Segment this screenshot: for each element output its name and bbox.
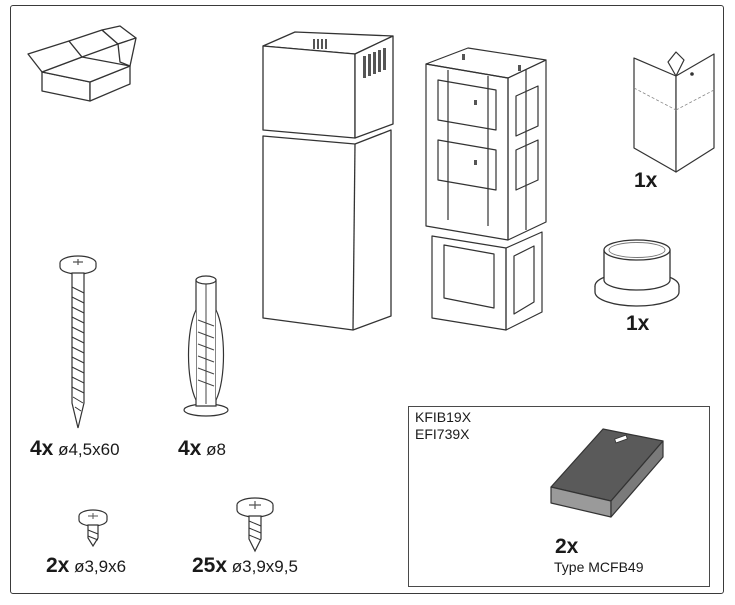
flange-ring-icon bbox=[594, 239, 680, 307]
screw-large-quantity: 4x bbox=[30, 437, 54, 460]
filter-quantity: 2x bbox=[555, 535, 579, 558]
screw-medium-icon bbox=[236, 497, 274, 553]
booklet-quantity: 1x bbox=[634, 169, 658, 192]
model-code-1: KFIB19X bbox=[415, 409, 472, 425]
carbon-filter-icon bbox=[550, 428, 664, 518]
screw-large-spec: ø4,5x60 bbox=[58, 440, 120, 459]
support-frame-icon bbox=[425, 47, 547, 331]
screw-medium-label: 25x ø3,9x9,5 bbox=[192, 554, 298, 578]
wall-plug-label: 4x ø8 bbox=[178, 437, 226, 461]
wood-screw-large-icon bbox=[59, 255, 97, 429]
wall-plug-spec: ø8 bbox=[206, 440, 226, 459]
flange-quantity: 1x bbox=[626, 312, 650, 335]
filter-type-label: Type MCFB49 bbox=[554, 559, 644, 575]
carbon-filter-panel: KFIB19X EFI739X 2x Type MCFB49 bbox=[408, 406, 710, 587]
screw-small-label: 2x ø3,9x6 bbox=[46, 554, 126, 578]
model-codes: KFIB19X EFI739X bbox=[415, 409, 471, 443]
instruction-booklet-icon bbox=[633, 51, 715, 173]
screw-large-label: 4x ø4,5x60 bbox=[30, 437, 120, 461]
cardboard-box-icon bbox=[27, 25, 137, 102]
parts-frame bbox=[10, 5, 724, 594]
screw-medium-quantity: 25x bbox=[192, 554, 228, 577]
screw-medium-spec: ø3,9x9,5 bbox=[231, 557, 298, 576]
wall-plug-icon bbox=[183, 275, 229, 417]
screw-small-spec: ø3,9x6 bbox=[74, 557, 127, 576]
model-code-2: EFI739X bbox=[415, 426, 470, 442]
chimney-duct-icon bbox=[262, 31, 394, 331]
screw-small-quantity: 2x bbox=[46, 554, 70, 577]
screw-small-icon bbox=[78, 509, 108, 548]
wall-plug-quantity: 4x bbox=[178, 437, 202, 460]
